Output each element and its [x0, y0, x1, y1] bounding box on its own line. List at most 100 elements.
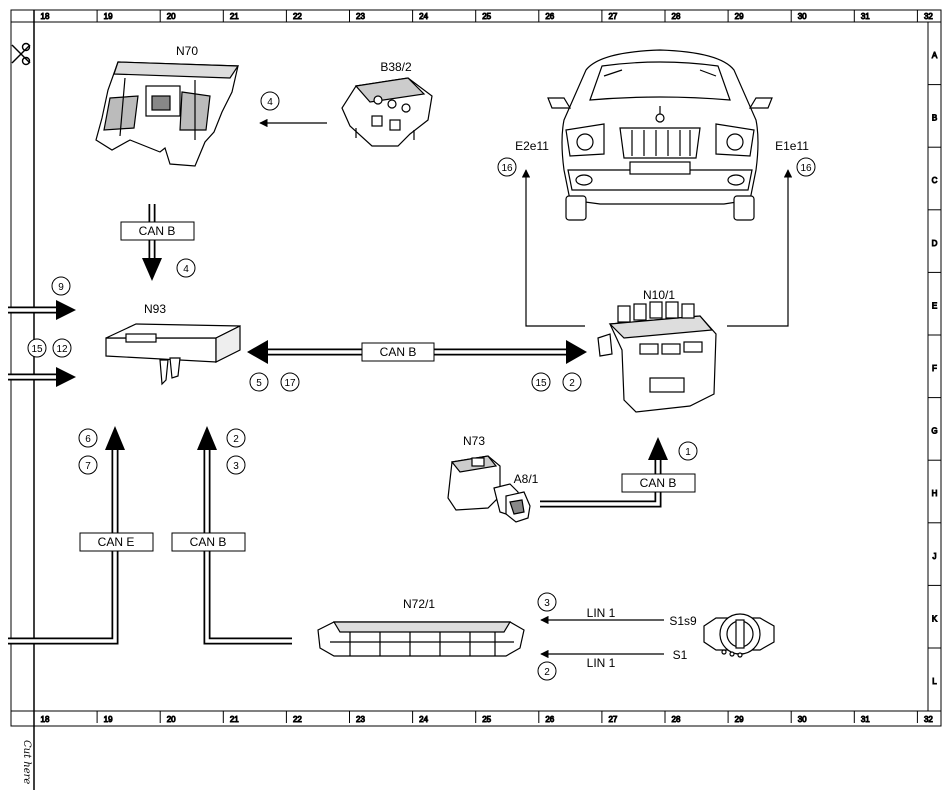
n10-to-e1e11-wire	[727, 169, 793, 327]
n93-module-icon	[105, 323, 241, 386]
column-number: 28	[672, 12, 681, 21]
svg-text:2: 2	[233, 434, 239, 445]
column-number: 18	[41, 12, 50, 21]
column-number: 30	[798, 12, 807, 21]
marker-lin-s1s9: 3	[537, 592, 557, 612]
e1e11-label: E1e11	[775, 139, 809, 153]
svg-text:17: 17	[284, 378, 296, 389]
s1-light-switch-icon	[703, 613, 775, 658]
marker-input-12: 12	[52, 338, 72, 358]
column-number: 30	[798, 715, 807, 724]
marker-e1e11: 16	[796, 157, 816, 177]
marker-n10-right-15: 15	[531, 372, 551, 392]
car-front-icon	[547, 49, 773, 221]
marker-can-e-7: 7	[78, 455, 98, 475]
column-number: 29	[735, 12, 744, 21]
column-number: 18	[41, 715, 50, 724]
row-letter: G	[931, 427, 937, 436]
column-number: 26	[545, 12, 554, 21]
column-number: 27	[608, 12, 617, 21]
marker-n73-up: 1	[678, 441, 698, 461]
svg-text:16: 16	[501, 163, 513, 174]
row-letter: F	[932, 364, 937, 373]
column-number: 19	[104, 715, 113, 724]
a8-1-key-icon	[505, 491, 531, 523]
can-b-label-box-main: CAN B	[361, 342, 435, 362]
column-number: 22	[293, 715, 302, 724]
column-number: 20	[167, 715, 176, 724]
svg-text:4: 4	[267, 97, 273, 108]
svg-text:CAN E: CAN E	[98, 535, 135, 549]
n10-1-module-icon	[597, 301, 717, 413]
marker-can-b-3: 3	[226, 455, 246, 475]
column-number: 22	[293, 12, 302, 21]
column-number: 23	[356, 12, 365, 21]
svg-text:CAN B: CAN B	[190, 535, 227, 549]
lin-1-label-lower: LIN 1	[587, 656, 616, 670]
marker-n10-right-2: 2	[562, 372, 582, 392]
svg-text:5: 5	[256, 378, 262, 389]
column-number: 25	[482, 715, 491, 724]
s1-label: S1	[673, 648, 688, 662]
n73-label: N73	[463, 434, 485, 448]
svg-text:16: 16	[800, 163, 812, 174]
can-e-wire	[8, 426, 125, 645]
svg-text:CAN B: CAN B	[139, 224, 176, 238]
row-letter: K	[932, 614, 938, 623]
can-b-label-box-a8: CAN B	[621, 473, 696, 493]
a8-1-label: A8/1	[514, 472, 539, 486]
can-b-n72-wire	[197, 426, 292, 645]
cut-here-label: Cut here	[21, 740, 32, 784]
input-arrow-lower	[8, 367, 76, 387]
n70-overhead-panel-icon	[95, 61, 240, 167]
column-ticks: 1818191920202121222223232424252526262727…	[33, 10, 934, 725]
marker-can-e-6: 6	[78, 428, 98, 448]
column-number: 32	[924, 12, 933, 21]
svg-text:15: 15	[31, 344, 43, 355]
can-b-label-box-top: CAN B	[120, 221, 195, 241]
can-b-label-box-n72: CAN B	[171, 532, 246, 552]
n10-1-label: N10/1	[643, 288, 675, 302]
marker-input-top: 9	[51, 276, 71, 296]
marker-lin-s1: 2	[537, 661, 557, 681]
scissors-icon	[11, 42, 31, 66]
column-number: 28	[672, 715, 681, 724]
column-number: 21	[230, 715, 239, 724]
marker-e2e11: 16	[497, 157, 517, 177]
column-number: 26	[545, 715, 554, 724]
s1s9-label: S1s9	[669, 614, 697, 628]
marker-can-b-down: 4	[176, 258, 196, 278]
svg-text:7: 7	[85, 461, 91, 472]
row-letter: A	[932, 51, 938, 60]
column-number: 19	[104, 12, 113, 21]
input-arrow-upper	[8, 300, 76, 320]
column-number: 31	[861, 12, 870, 21]
can-b-down-arrow	[142, 204, 162, 281]
marker-input-15: 15	[27, 338, 47, 358]
column-number: 32	[924, 715, 933, 724]
svg-text:3: 3	[233, 461, 239, 472]
row-letter: L	[932, 677, 937, 686]
b38-2-sensor-icon	[341, 77, 433, 147]
b38-2-label: B38/2	[380, 60, 412, 74]
lin-1-label-upper: LIN 1	[587, 606, 616, 620]
marker-n93-left-5: 5	[249, 372, 269, 392]
column-number: 24	[419, 12, 428, 21]
a8-to-n10-can-b-wire	[540, 437, 668, 508]
svg-text:2: 2	[569, 378, 575, 389]
n70-label: N70	[176, 44, 198, 58]
row-letter: H	[932, 489, 938, 498]
svg-text:2: 2	[544, 667, 550, 678]
marker-can-b-2: 2	[226, 428, 246, 448]
column-number: 31	[861, 715, 870, 724]
marker-b38-to-n70: 4	[260, 91, 280, 111]
svg-text:12: 12	[56, 344, 68, 355]
svg-text:CAN B: CAN B	[380, 345, 417, 359]
row-letter: J	[933, 552, 937, 561]
svg-text:9: 9	[58, 282, 64, 293]
can-e-label-box: CAN E	[79, 532, 154, 552]
svg-text:CAN B: CAN B	[640, 476, 677, 490]
